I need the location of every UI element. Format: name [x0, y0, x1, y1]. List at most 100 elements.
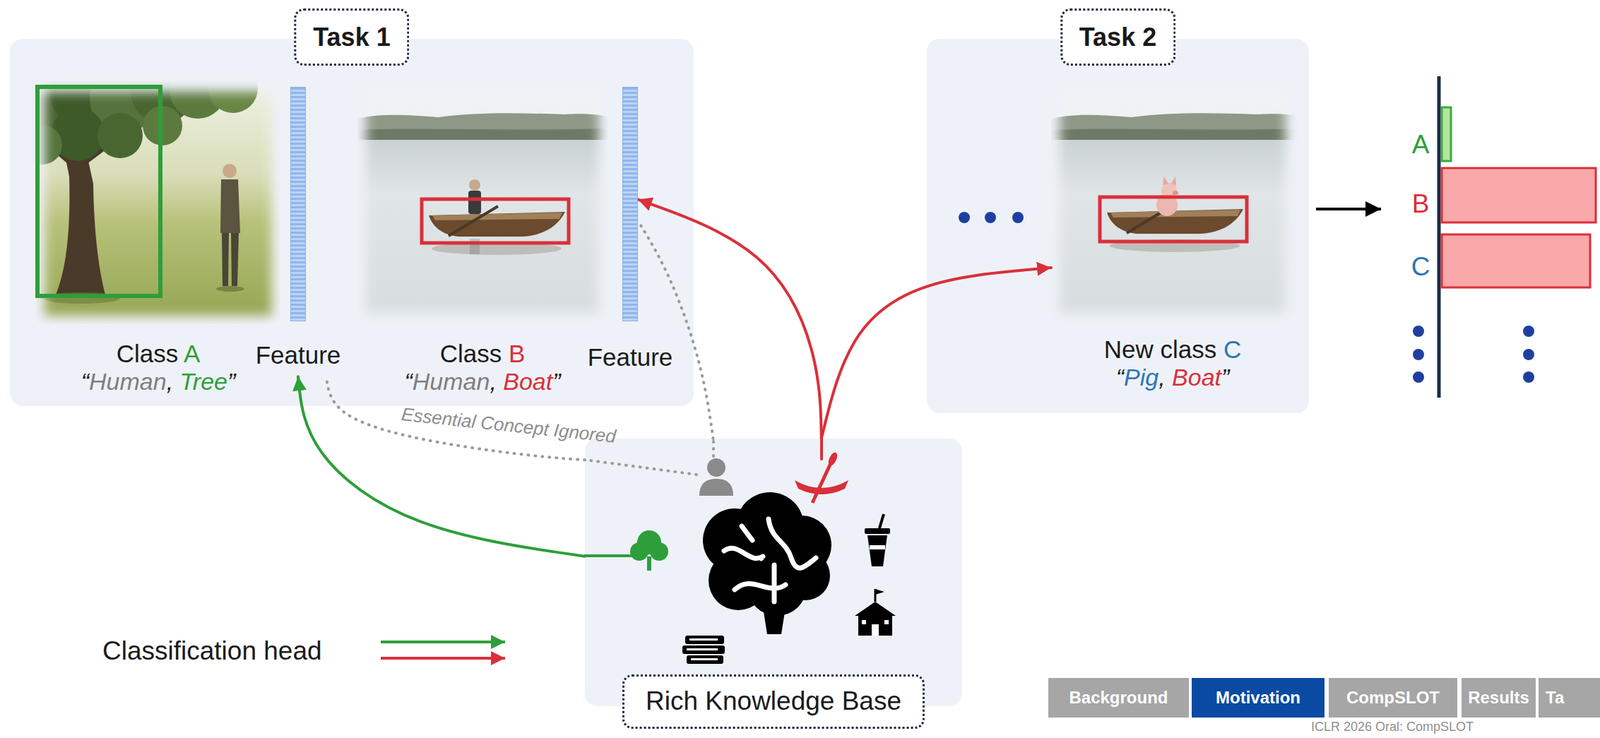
- score-chart: [1441, 168, 1596, 223]
- school-icon: [854, 601, 896, 616]
- ellipsis-dots: [958, 211, 1024, 224]
- nav-tab: Background: [1048, 678, 1189, 718]
- brain-icon: [724, 519, 816, 602]
- connector: [821, 267, 1052, 439]
- node-label: Feature: [587, 343, 674, 372]
- class-label: C: [1411, 252, 1431, 283]
- text-run: [834, 686, 842, 716]
- school-icon: [884, 620, 889, 625]
- tab-label: Results: [1467, 688, 1530, 708]
- nav-tab: CompSLOT: [1328, 678, 1458, 718]
- score-chart: [1412, 348, 1425, 361]
- tree-photo: [22, 125, 63, 165]
- school-icon: [854, 589, 896, 636]
- edge-label: Essential Concept Ignored: [400, 404, 617, 448]
- tree-icon: [630, 530, 669, 571]
- text-run: Task: [312, 22, 369, 52]
- panel-heading: Rich Knowledge Base: [622, 674, 925, 730]
- image-area: [357, 81, 608, 322]
- text-run: C: [1223, 335, 1242, 364]
- panel-ground: [9, 38, 1309, 707]
- image-group: Class A“Human, Tree”: [36, 83, 281, 396]
- school-icon: [875, 589, 885, 595]
- legend-arrows: [380, 642, 506, 659]
- concept-stubs: [584, 554, 635, 558]
- text-run: Class: [440, 339, 503, 368]
- text-run: [369, 22, 377, 52]
- brain-icon: [772, 565, 778, 602]
- text-run: Base: [842, 686, 902, 716]
- image-group: Class B“Human, Boat”: [357, 81, 608, 396]
- text-run: “: [1116, 363, 1124, 391]
- score-chart: [1412, 371, 1425, 383]
- pig-boat-photo: [1051, 81, 1302, 322]
- text-run: Knowledge: [704, 686, 835, 716]
- feature-vector: Feature: [622, 86, 638, 322]
- object-box: [1099, 197, 1247, 242]
- tree-icon: [649, 542, 669, 561]
- nav-tab: Ta: [1538, 678, 1600, 718]
- text-run: ”: [1221, 363, 1230, 391]
- text-run: [1135, 22, 1143, 52]
- node-label: “Human, Tree”: [81, 368, 236, 396]
- text-run: CompSLOT: [1346, 688, 1440, 708]
- legend-text: Classification head: [102, 636, 323, 666]
- node-label: “Pig, Boat”: [1116, 363, 1230, 392]
- score-chart: [1412, 76, 1596, 398]
- books-icon: [686, 648, 718, 651]
- score-chart: [1441, 107, 1451, 162]
- connector: [637, 220, 714, 439]
- text-run: ,: [489, 368, 503, 395]
- pig-boat-photo: [1172, 190, 1179, 195]
- boat-photo: [357, 81, 608, 322]
- books-icon: [689, 638, 718, 641]
- tree-icon: [647, 556, 652, 571]
- connector: [298, 376, 585, 557]
- text-run: [501, 339, 509, 368]
- tab-label: CompSLOT: [1346, 688, 1440, 708]
- brain-icon: [768, 519, 816, 568]
- brain-icon: [734, 584, 786, 590]
- text-run: Motivation: [1215, 688, 1301, 708]
- class-label: A: [1412, 129, 1430, 161]
- school-icon: [861, 620, 867, 625]
- score-chart: [1523, 348, 1535, 361]
- brain-icon: [741, 526, 753, 541]
- score-chart: [1412, 325, 1425, 337]
- text-run: Background: [1068, 688, 1168, 708]
- text-run: New: [1104, 335, 1154, 364]
- node-label: New class C: [1104, 335, 1242, 364]
- books-icon: [682, 635, 725, 665]
- boat-photo: [469, 179, 481, 191]
- class-label: B: [1412, 189, 1430, 220]
- text-run: class: [1160, 335, 1218, 364]
- ellipsis-dots: [1012, 211, 1024, 224]
- object-box: [37, 86, 161, 296]
- text-run: [178, 339, 184, 368]
- node-label: Class B: [440, 339, 526, 369]
- text-run: Ta: [1545, 688, 1564, 708]
- legend-entry: Classification head: [102, 636, 323, 667]
- concept-stubs: [712, 438, 715, 457]
- nav-tab: Motivation: [1191, 678, 1325, 718]
- text-run: Boat: [502, 368, 553, 395]
- text-run: Feature: [587, 343, 674, 371]
- panel-ground: [926, 38, 1309, 414]
- text-run: Rich: [645, 686, 698, 716]
- text-run: 1: [376, 22, 391, 52]
- image-area: [1051, 81, 1295, 322]
- score-chart: [1523, 371, 1535, 383]
- text-run: ,: [1158, 363, 1172, 391]
- tab-label: Background: [1068, 688, 1168, 708]
- brain-icon: [702, 492, 832, 635]
- score-chart: [1437, 76, 1442, 398]
- text-run: [1153, 335, 1161, 364]
- text-run: Boat: [1171, 363, 1222, 391]
- feature-bar: [290, 86, 306, 322]
- image-group: New class C“Pig, Boat”: [1051, 81, 1295, 392]
- text-run: B: [508, 339, 525, 368]
- cup-icon: [867, 535, 888, 567]
- text-run: Class: [116, 339, 179, 368]
